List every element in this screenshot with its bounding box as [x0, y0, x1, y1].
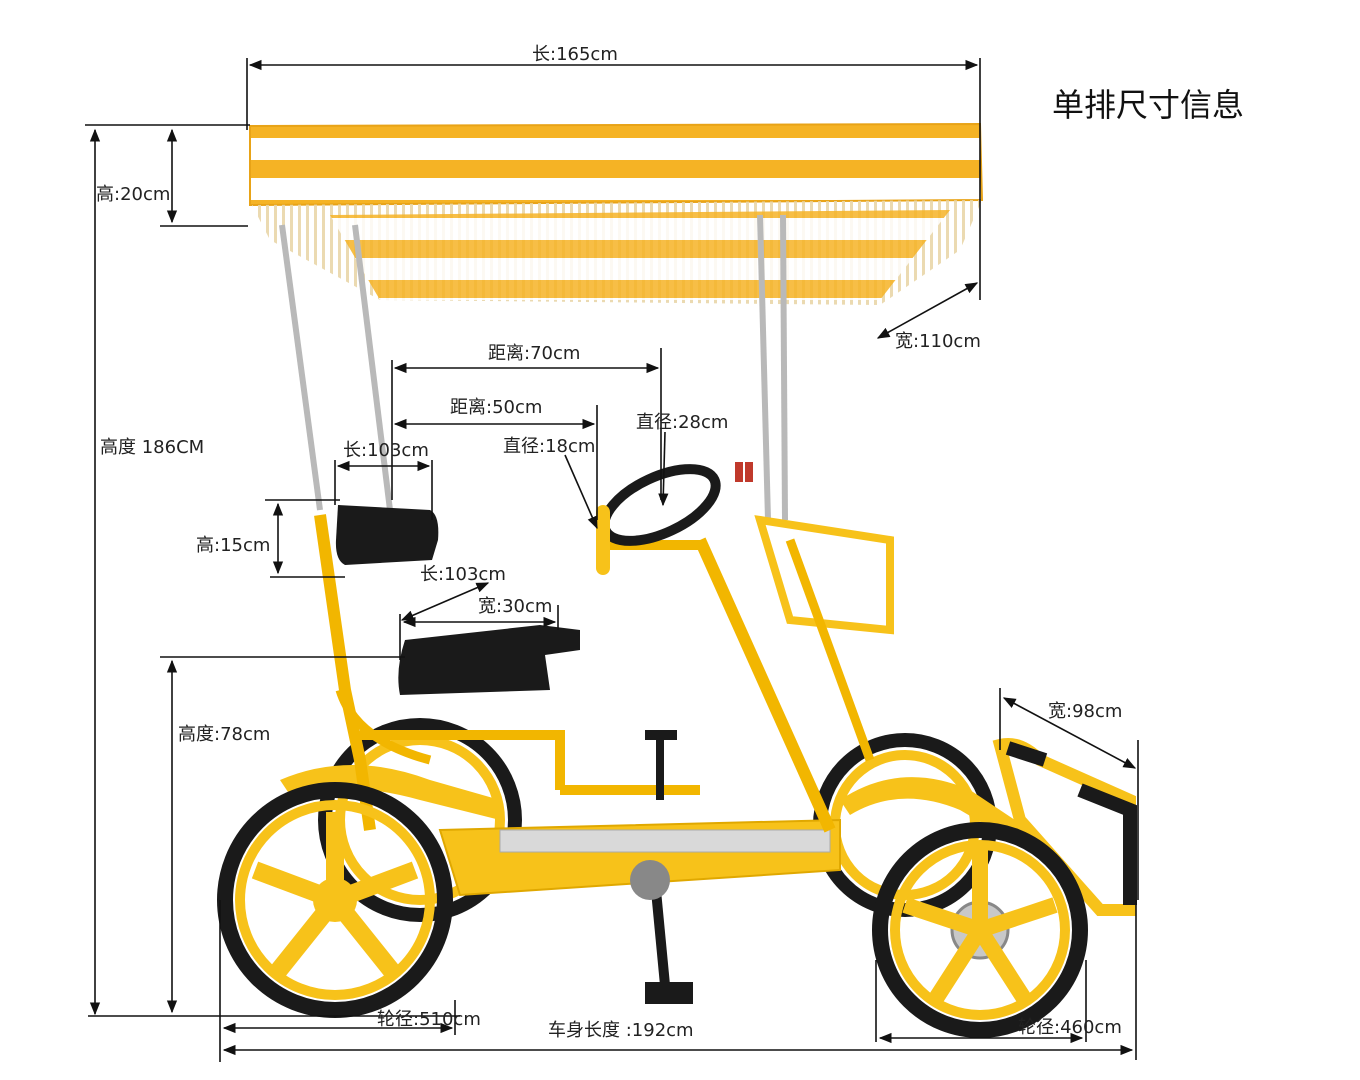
dimension-labels: 长:165cm 高:20cm 宽:110cm 高度 186CM 距离:70cm …	[96, 44, 1122, 1041]
label-front-width: 宽:98cm	[1048, 701, 1122, 722]
label-total-height: 高度 186CM	[100, 437, 204, 458]
label-distance-50: 距离:50cm	[450, 397, 542, 418]
label-front-wheel: 轮径:460cm	[1018, 1017, 1122, 1038]
label-seat-length: 长:103cm	[420, 564, 506, 585]
label-distance-70: 距离:70cm	[488, 343, 580, 364]
front-wheel	[872, 822, 1088, 1038]
label-seat-width: 宽:30cm	[478, 596, 552, 617]
label-canopy-width: 宽:110cm	[895, 331, 981, 352]
seat	[335, 505, 580, 695]
label-canopy-length: 长:165cm	[532, 44, 618, 65]
label-canopy-height: 高:20cm	[96, 184, 170, 205]
dimension-lines	[85, 58, 1139, 1062]
label-backrest-length: 长:103cm	[343, 440, 429, 461]
label-seat-height: 高度:78cm	[178, 724, 270, 745]
label-rear-wheel: 轮径:510cm	[377, 1009, 481, 1030]
diagram-title: 单排尺寸信息	[1052, 86, 1244, 124]
canopy	[249, 122, 984, 521]
pedals	[630, 730, 693, 1004]
steering-wheel	[596, 462, 753, 575]
label-diameter-28: 直径:28cm	[636, 412, 728, 433]
label-backrest-height: 高:15cm	[196, 535, 270, 556]
label-diameter-18: 直径:18cm	[503, 436, 595, 457]
label-body-length: 车身长度 :192cm	[548, 1020, 694, 1041]
rear-wheel	[217, 782, 453, 1018]
